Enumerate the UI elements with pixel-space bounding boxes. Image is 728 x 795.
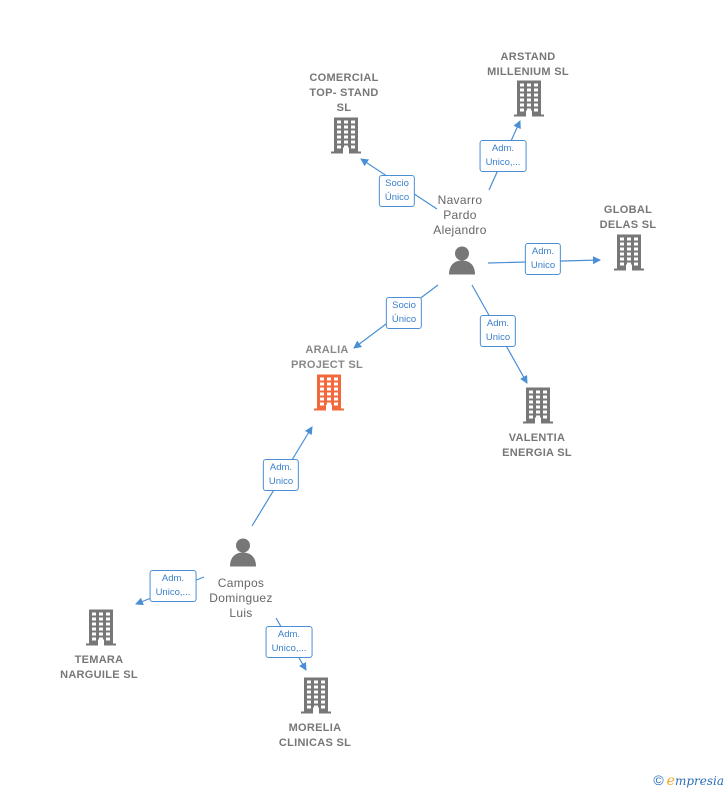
building-icon: [514, 80, 544, 117]
building-node-icon[interactable]: [301, 677, 331, 719]
node-label-campos[interactable]: Campos Dominguez Luis: [209, 576, 273, 620]
building-node-icon[interactable]: [314, 374, 344, 416]
edge-label-navarro-global[interactable]: Adm. Unico: [524, 243, 562, 275]
node-label-navarro[interactable]: Navarro Pardo Alejandro: [433, 193, 487, 237]
person-node-icon[interactable]: [228, 537, 258, 572]
building-node-icon[interactable]: [523, 387, 553, 429]
edge-label-navarro-comercial[interactable]: Socio Único: [378, 175, 416, 207]
building-icon: [301, 677, 331, 714]
building-icon: [314, 374, 344, 411]
building-icon: [86, 609, 116, 646]
node-label-temara[interactable]: TEMARA NARGUILE SL: [60, 654, 138, 681]
person-icon: [449, 246, 475, 275]
copyright-icon: ©: [653, 772, 664, 788]
building-icon: [523, 387, 553, 424]
building-node-icon[interactable]: [614, 234, 644, 276]
building-node-icon[interactable]: [514, 80, 544, 122]
node-label-comercial[interactable]: COMERCIAL TOP- STAND SL: [309, 72, 379, 114]
edge-label-navarro-valentia[interactable]: Adm. Unico: [479, 315, 517, 347]
edge-label-navarro-arstand[interactable]: Adm. Unico,...: [479, 140, 527, 172]
empresia-watermark: ©empresia: [653, 772, 724, 789]
edge-label-campos-morelia[interactable]: Adm. Unico,...: [265, 626, 313, 658]
building-node-icon[interactable]: [86, 609, 116, 651]
node-label-arstand[interactable]: ARSTAND MILLENIUM SL: [487, 51, 569, 78]
edge-label-campos-aralia[interactable]: Adm. Unico: [262, 459, 300, 491]
building-icon: [614, 234, 644, 271]
node-label-aralia[interactable]: ARALIA PROJECT SL: [290, 344, 364, 371]
node-label-valentia[interactable]: VALENTIA ENERGIA SL: [502, 432, 572, 459]
building-icon: [331, 117, 361, 154]
node-label-global[interactable]: GLOBAL DELAS SL: [599, 204, 657, 231]
node-label-morelia[interactable]: MORELIA CLINICAS SL: [278, 722, 352, 749]
edge-label-campos-temara[interactable]: Adm. Unico,...: [149, 570, 197, 602]
person-node-icon[interactable]: [447, 245, 477, 280]
edge-label-navarro-aralia[interactable]: Socio Único: [385, 297, 423, 329]
person-icon: [230, 538, 256, 567]
building-node-icon[interactable]: [331, 117, 361, 159]
